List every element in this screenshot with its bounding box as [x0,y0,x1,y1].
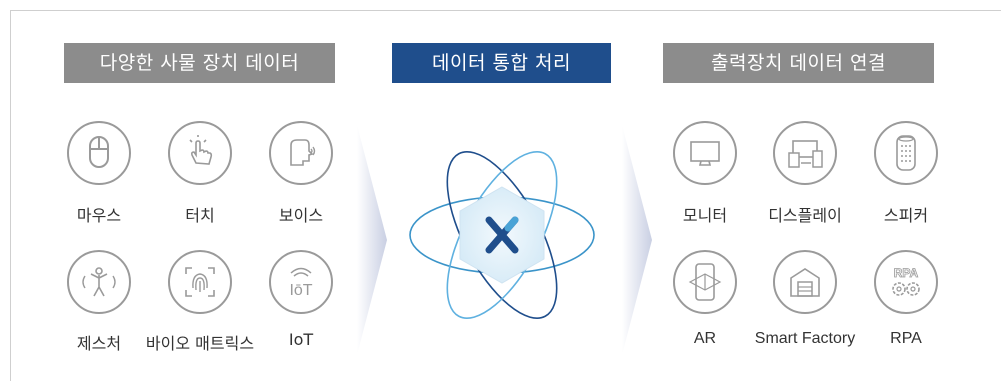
svg-text:RPA: RPA [894,266,919,280]
arrow-right-icon [622,125,652,355]
header-output-devices: 출력장치 데이터 연결 [663,43,934,83]
label-ar: AR [693,330,717,347]
label-rpa: RPA [890,330,922,347]
monitor-icon [673,121,737,185]
iot-icon: IōT [269,250,333,314]
ar-phone-icon [673,250,737,314]
label-voice: 보이스 [278,206,324,225]
label-biometrics: 바이오 매트릭스 [145,334,255,353]
label-touch: 터치 [185,206,215,225]
header-input-devices: 다양한 사물 장치 데이터 [64,43,335,83]
label-display: 디스플레이 [768,206,842,225]
voice-icon [269,121,333,185]
mouse-icon [67,121,131,185]
arrow-right-icon [357,125,387,355]
header-data-integration: 데이터 통합 처리 [392,43,611,83]
label-mouse: 마우스 [76,206,122,225]
touch-hand-icon [168,121,232,185]
label-iot: IoT [288,330,314,349]
diagram-frame [10,10,1001,381]
fingerprint-icon [168,250,232,314]
rpa-gears-icon: RPA [874,250,938,314]
factory-icon [773,250,837,314]
display-devices-icon [773,121,837,185]
atom-orbit-icon [409,151,595,319]
label-gesture: 제스처 [76,334,122,353]
svg-text:IōT: IōT [289,282,312,299]
gesture-icon [67,250,131,314]
label-monitor: 모니터 [682,206,728,225]
label-smart-factory: Smart Factory [754,330,856,347]
label-speaker: 스피커 [883,206,929,225]
speaker-icon [874,121,938,185]
